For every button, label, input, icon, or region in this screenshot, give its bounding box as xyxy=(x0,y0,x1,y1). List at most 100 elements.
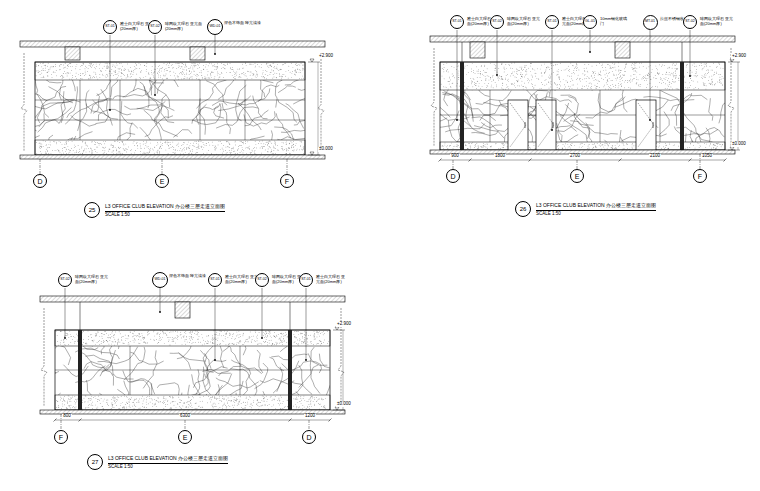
stipple-dot xyxy=(521,66,523,68)
stipple-dot xyxy=(687,87,689,89)
stipple-dot xyxy=(232,69,234,71)
stipple-dot xyxy=(708,72,710,74)
stipple-dot xyxy=(149,77,151,79)
stipple-dot xyxy=(702,78,704,80)
stipple-dot xyxy=(224,64,226,66)
stipple-dot xyxy=(228,143,230,145)
stipple-dot xyxy=(695,75,697,77)
stipple-dot xyxy=(196,147,198,149)
stipple-dot xyxy=(488,82,490,84)
stipple-dot xyxy=(207,77,209,79)
stipple-dot xyxy=(86,67,88,69)
stipple-dot xyxy=(145,152,147,154)
stipple-dot xyxy=(52,71,54,73)
stipple-dot xyxy=(159,153,161,155)
stipple-dot xyxy=(168,142,170,144)
stipple-dot xyxy=(211,77,213,79)
stipple-dot xyxy=(521,75,523,77)
marble-vein xyxy=(481,122,502,127)
stipple-dot xyxy=(675,76,677,78)
stipple-dot xyxy=(180,153,182,155)
stipple-dot xyxy=(118,146,120,148)
stipple-dot xyxy=(55,70,57,72)
stipple-dot xyxy=(265,141,267,143)
stipple-dot xyxy=(291,145,293,147)
stipple-dot xyxy=(102,146,104,148)
stipple-dot xyxy=(267,148,269,150)
level-triangle xyxy=(310,152,314,155)
stipple-dot xyxy=(126,148,128,150)
stipple-dot xyxy=(68,78,70,80)
stipple-dot xyxy=(274,72,276,74)
stipple-dot xyxy=(141,70,143,72)
stipple-dot xyxy=(255,153,257,155)
stipple-dot xyxy=(227,64,229,66)
stipple-dot xyxy=(80,73,82,75)
stipple-dot xyxy=(273,66,275,68)
stipple-dot xyxy=(126,151,128,153)
stipple-dot xyxy=(114,71,116,73)
stipple-dot xyxy=(668,71,670,73)
stipple-dot xyxy=(81,152,83,154)
stipple-dot xyxy=(99,77,101,79)
marble-vein xyxy=(93,100,113,125)
stipple-dot xyxy=(254,147,256,149)
marble-vein xyxy=(245,110,269,126)
stipple-dot xyxy=(102,75,104,77)
stipple-dot xyxy=(471,63,473,65)
stipple-dot xyxy=(563,88,565,90)
stipple-dot xyxy=(187,147,189,149)
stipple-dot xyxy=(655,65,657,67)
stipple-dot xyxy=(623,74,625,76)
stipple-dot xyxy=(189,78,191,80)
stipple-dot xyxy=(243,72,245,74)
stipple-dot xyxy=(257,64,259,66)
wall-outline xyxy=(35,62,305,155)
stipple-dot xyxy=(286,149,288,151)
stipple-dot xyxy=(53,66,55,68)
stipple-dot xyxy=(158,66,160,68)
stipple-dot xyxy=(180,72,182,74)
stipple-dot xyxy=(649,65,651,67)
stipple-dot xyxy=(178,146,180,148)
break-line xyxy=(21,53,27,151)
stipple-dot xyxy=(298,64,300,66)
stipple-dot xyxy=(123,144,125,146)
stipple-dot xyxy=(702,76,704,78)
stipple-dot xyxy=(539,68,541,70)
stipple-dot xyxy=(250,152,252,154)
stipple-dot xyxy=(443,71,445,73)
marble-vein xyxy=(126,80,164,83)
stipple-dot xyxy=(206,152,208,154)
stipple-dot xyxy=(109,148,111,150)
stipple-dot xyxy=(608,78,610,80)
stipple-dot xyxy=(118,151,120,153)
stipple-dot xyxy=(712,81,714,83)
stipple-dot xyxy=(53,66,55,68)
stipple-dot xyxy=(222,149,224,151)
stipple-dot xyxy=(478,82,480,84)
stipple-dot xyxy=(650,79,652,81)
stipple-dot xyxy=(65,142,67,144)
stipple-dot xyxy=(160,76,162,78)
stipple-dot xyxy=(165,68,167,70)
stipple-dot xyxy=(158,74,160,76)
stipple-dot xyxy=(660,78,662,80)
stipple-dot xyxy=(73,144,75,146)
stipple-dot xyxy=(520,74,522,76)
stipple-dot xyxy=(498,76,500,78)
stipple-dot xyxy=(707,69,709,71)
stipple-dot xyxy=(272,77,274,79)
stipple-dot xyxy=(104,75,106,77)
marble-vein xyxy=(604,140,618,142)
stipple-dot xyxy=(114,72,116,74)
stipple-dot xyxy=(123,74,125,76)
stipple-dot xyxy=(282,76,284,78)
stipple-dot xyxy=(602,79,604,81)
stipple-dot xyxy=(185,66,187,68)
stipple-dot xyxy=(588,85,590,87)
stipple-dot xyxy=(501,87,503,89)
stipple-dot xyxy=(480,66,482,68)
stipple-dot xyxy=(98,144,100,146)
stipple-dot xyxy=(115,70,117,72)
